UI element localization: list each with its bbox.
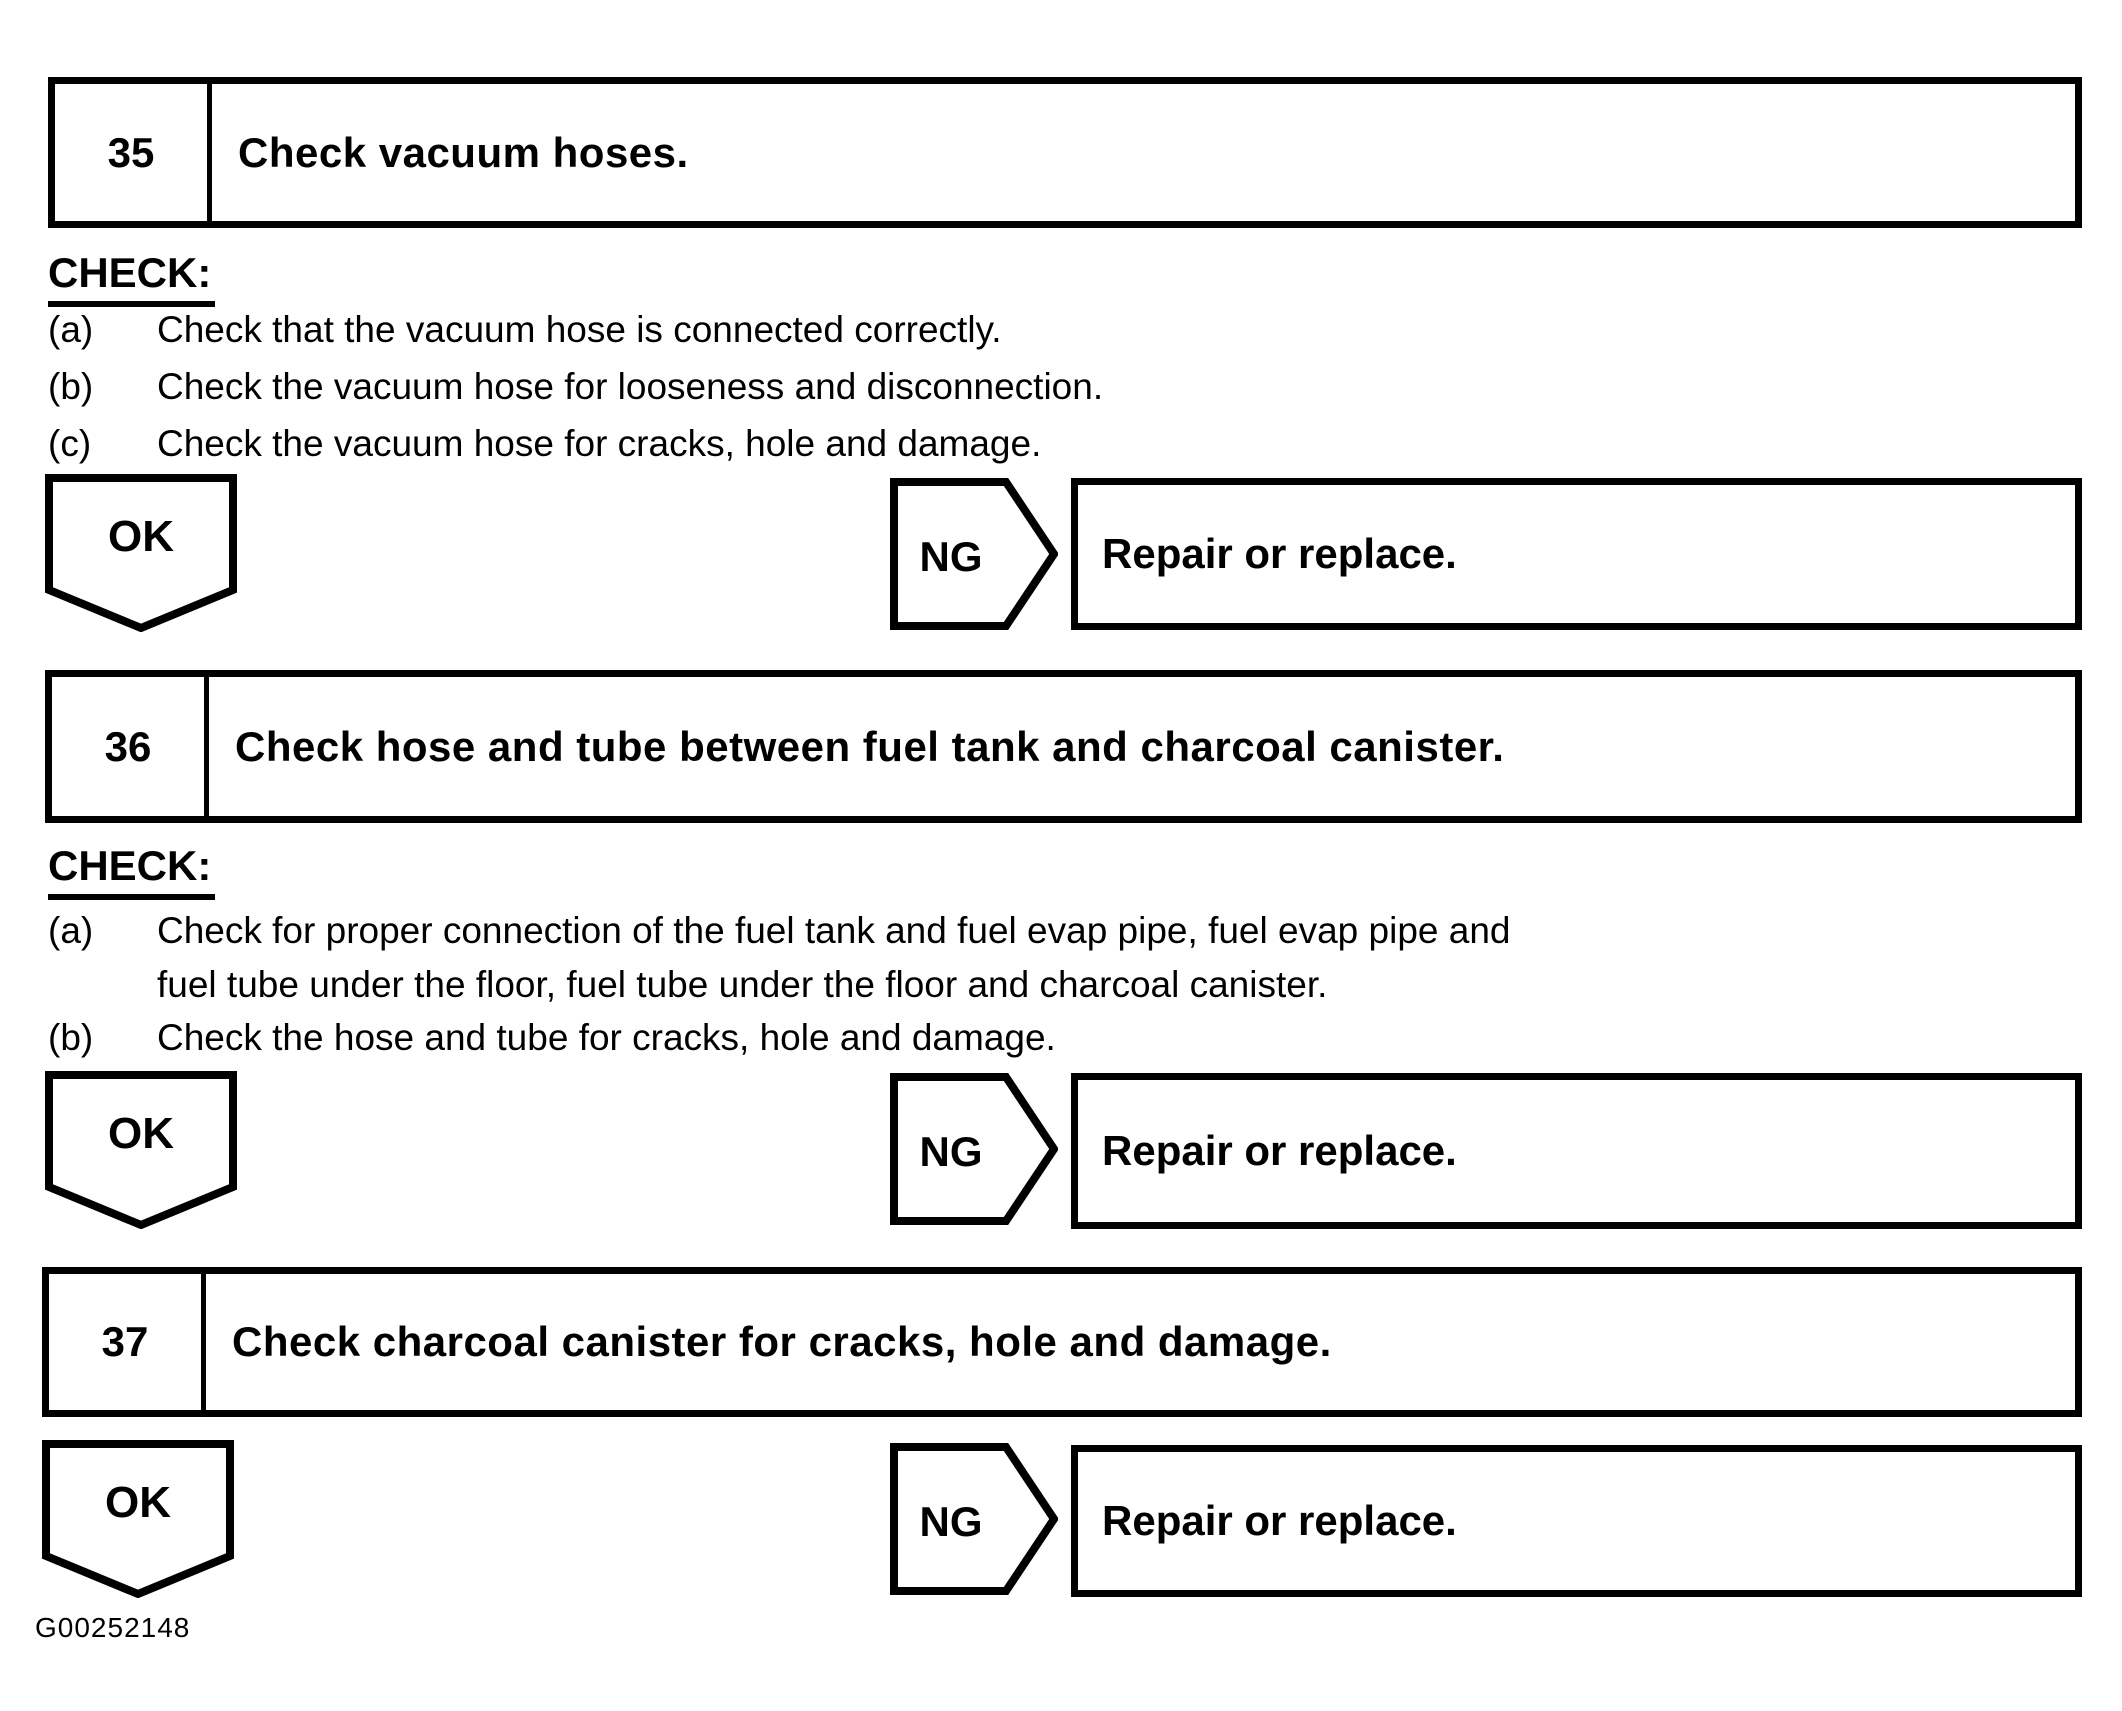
action-text: Repair or replace. [1102, 1497, 1457, 1544]
step-36-check-heading: CHECK: [48, 845, 216, 900]
action-text: Repair or replace. [1102, 530, 1457, 577]
check-item-text: Check the vacuum hose for cracks, hole a… [157, 423, 1042, 464]
step-36-ng-branch: NG [890, 1073, 1058, 1225]
step-35-number: 35 [55, 84, 212, 221]
step-35-ok-branch: OK [45, 474, 237, 632]
step-36-check-item-a: (a) Check for proper connection of the f… [48, 904, 2058, 1012]
ok-label: OK [108, 1109, 174, 1158]
step-36-check-item-b: (b) Check the hose and tube for cracks, … [48, 1016, 2058, 1060]
check-item-label: (b) [48, 1017, 94, 1058]
step-37-box: 37 Check charcoal canister for cracks, h… [42, 1267, 2082, 1417]
check-item-label: (a) [48, 910, 94, 951]
action-text: Repair or replace. [1102, 1127, 1457, 1174]
ok-label: OK [108, 512, 174, 561]
step-36-ok-branch: OK [45, 1071, 237, 1229]
step-36-number: 36 [52, 677, 209, 816]
check-item-text: Check the vacuum hose for looseness and … [157, 366, 1104, 407]
step-37-title: Check charcoal canister for cracks, hole… [232, 1318, 1332, 1365]
step-37-ng-branch: NG [890, 1443, 1058, 1595]
step-36-action-box: Repair or replace. [1071, 1073, 2082, 1229]
step-35-ng-branch: NG [890, 478, 1058, 630]
check-item-text: Check the hose and tube for cracks, hole… [157, 1017, 1056, 1058]
step-37-number: 37 [49, 1274, 206, 1410]
check-item-label: (a) [48, 309, 94, 350]
step-36-box: 36 Check hose and tube between fuel tank… [45, 670, 2082, 823]
ng-arrow-icon [890, 1443, 1058, 1595]
check-item-label: (b) [48, 366, 94, 407]
figure-id: G00252148 [35, 1612, 191, 1643]
ok-pennant-icon [45, 474, 237, 632]
check-item-label: (c) [48, 423, 92, 464]
step-35-check-heading: CHECK: [48, 252, 216, 307]
step-37-ok-branch: OK [42, 1440, 234, 1598]
ng-arrow-icon [890, 478, 1058, 630]
ok-pennant-icon [45, 1071, 237, 1229]
step-35-check-item-b: (b) Check the vacuum hose for looseness … [48, 365, 2058, 409]
ok-pennant-icon [42, 1440, 234, 1598]
check-item-text: Check that the vacuum hose is connected … [157, 309, 1002, 350]
step-35-check-item-a: (a) Check that the vacuum hose is connec… [48, 308, 2058, 352]
step-35-check-item-c: (c) Check the vacuum hose for cracks, ho… [48, 422, 2058, 466]
step-35-action-box: Repair or replace. [1071, 478, 2082, 630]
ng-label: NG [919, 533, 983, 580]
ok-label: OK [105, 1478, 171, 1527]
ng-label: NG [919, 1498, 983, 1545]
check-item-text: Check for proper connection of the fuel … [157, 910, 1511, 1005]
step-35-box: 35 Check vacuum hoses. [48, 77, 2082, 228]
step-36-title: Check hose and tube between fuel tank an… [235, 722, 1505, 770]
step-35-title: Check vacuum hoses. [238, 128, 689, 176]
ng-arrow-icon [890, 1073, 1058, 1225]
step-37-action-box: Repair or replace. [1071, 1445, 2082, 1597]
ng-label: NG [919, 1128, 983, 1175]
